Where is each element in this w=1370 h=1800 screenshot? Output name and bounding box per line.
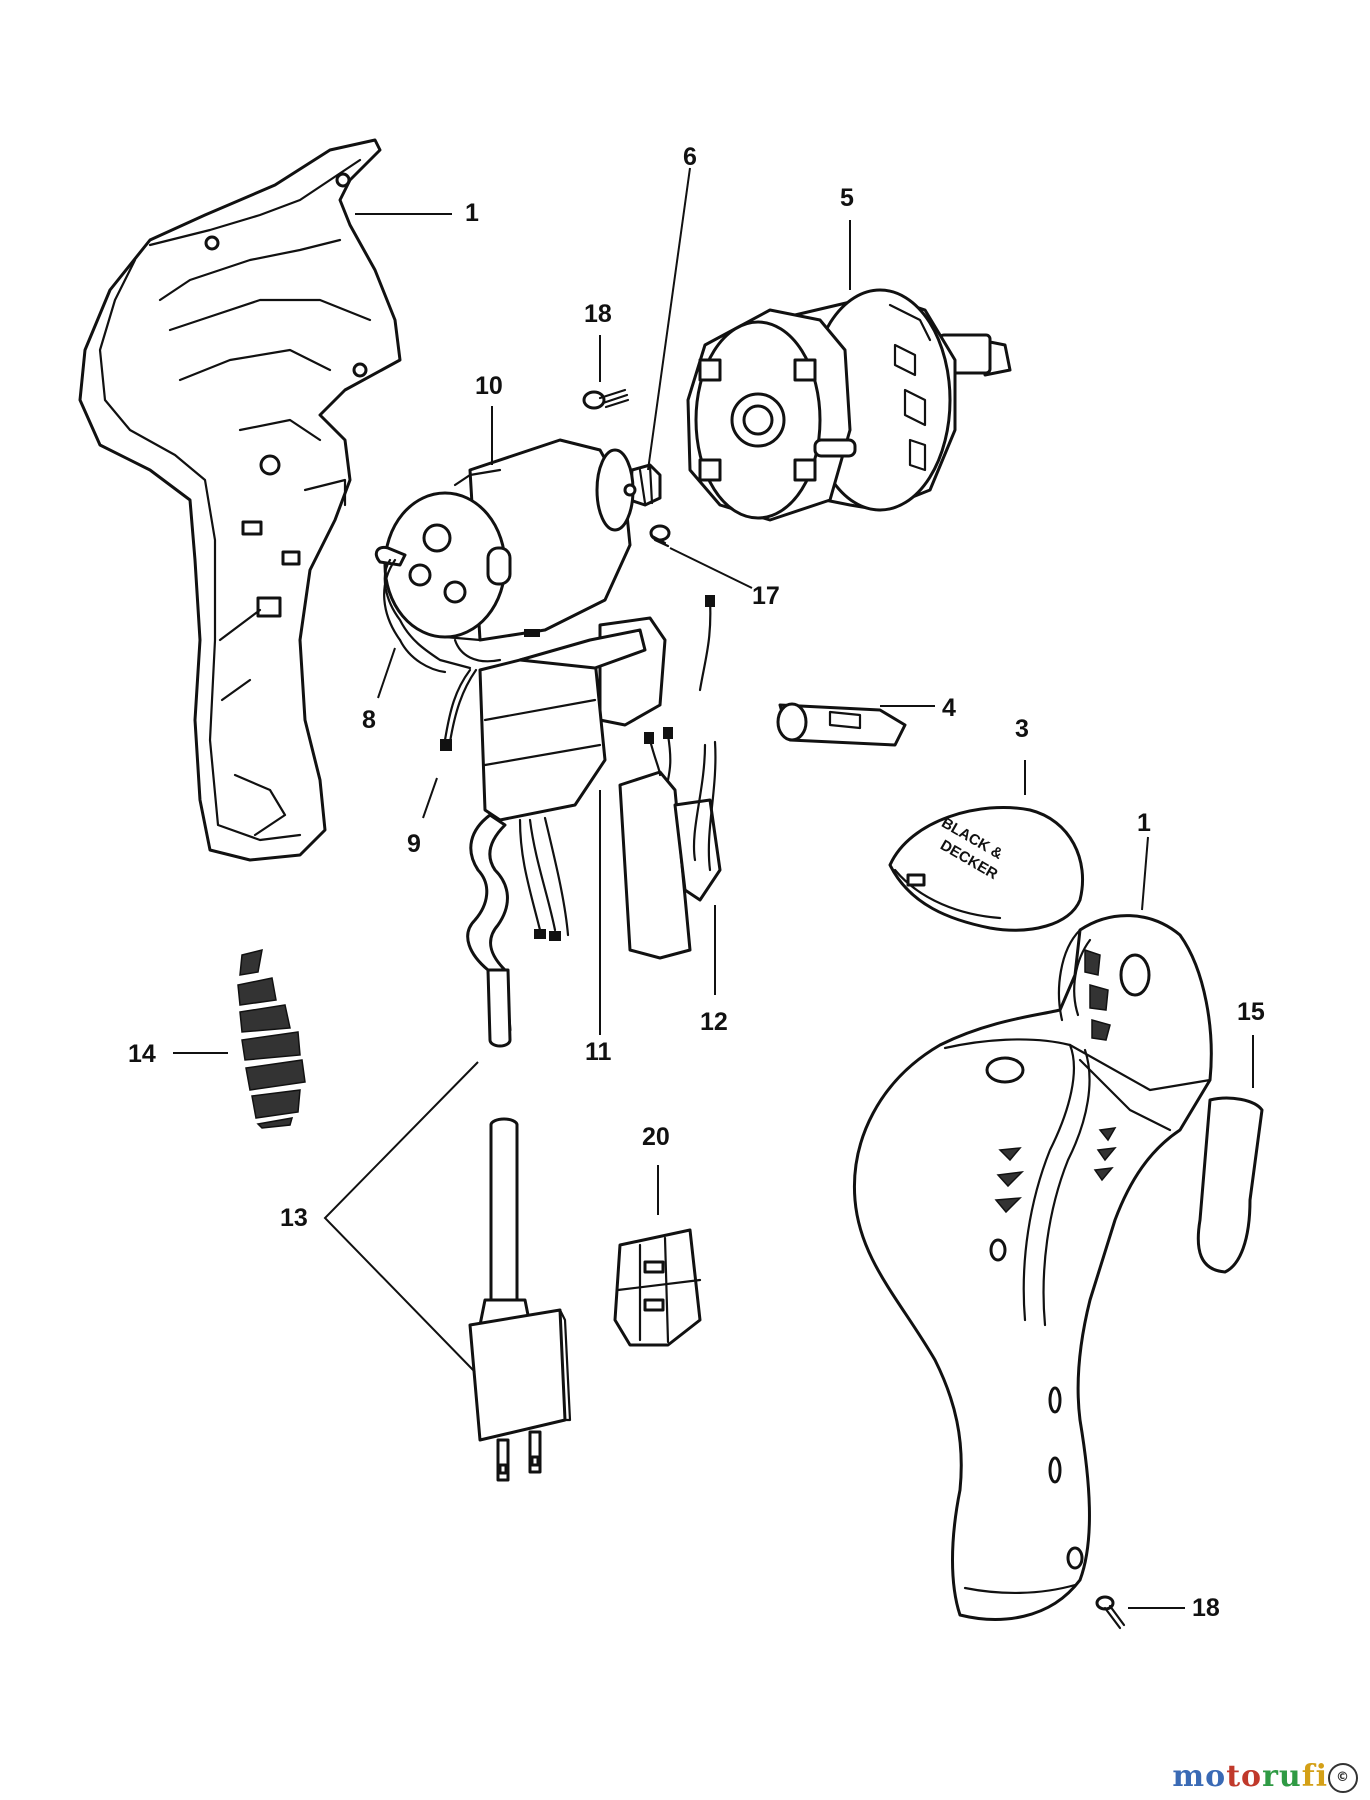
callout-11: 11 — [585, 1038, 612, 1066]
right-housing-half — [852, 914, 1213, 1621]
callout-1-right: 1 — [1137, 809, 1151, 837]
trigger-button — [776, 702, 907, 747]
watermark-part-4: fi — [1301, 1759, 1328, 1794]
watermark-logo: motorufi© — [1172, 1759, 1358, 1794]
callout-9: 9 — [407, 830, 421, 858]
logo-badge: BLACK & DECKER — [888, 806, 1085, 932]
callout-1-left: 1 — [465, 199, 479, 227]
callout-12: 12 — [700, 1008, 728, 1036]
switch — [478, 595, 715, 941]
callout-10: 10 — [475, 372, 503, 400]
screw-small — [649, 524, 671, 548]
power-cord-upper — [466, 813, 512, 1048]
callout-labels: 1 6 5 18 10 17 8 9 11 12 4 3 1 14 15 20 … — [128, 143, 1265, 1622]
callout-18-top: 18 — [584, 300, 612, 328]
wire-lead — [440, 668, 478, 751]
left-housing-half — [78, 138, 402, 862]
callout-20: 20 — [642, 1123, 670, 1151]
cord-strain-relief — [613, 1228, 702, 1347]
callout-4: 4 — [942, 694, 956, 722]
warning-decal — [237, 948, 306, 1129]
copyright-badge-icon: © — [1328, 1763, 1358, 1793]
power-plug — [468, 1117, 572, 1482]
callout-5: 5 — [840, 184, 854, 212]
screw-bottom — [1095, 1595, 1126, 1630]
side-label — [1196, 1096, 1264, 1274]
pinion-gear — [628, 463, 662, 507]
watermark-part-3: ru — [1262, 1759, 1302, 1794]
gearbox — [686, 288, 1012, 522]
callout-8: 8 — [362, 706, 376, 734]
callout-17: 17 — [752, 582, 780, 610]
callout-14: 14 — [128, 1040, 156, 1068]
leader-lines — [173, 167, 1254, 1609]
callout-13: 13 — [280, 1204, 308, 1232]
callout-15: 15 — [1237, 998, 1265, 1026]
motor — [374, 438, 637, 674]
watermark-part-2: to — [1226, 1759, 1263, 1794]
callout-3: 3 — [1015, 715, 1029, 743]
capacitor-board — [618, 727, 722, 960]
screw-top — [582, 388, 630, 410]
callout-18-bottom: 18 — [1192, 1594, 1220, 1622]
watermark-part-1: mo — [1172, 1759, 1227, 1794]
callout-6: 6 — [683, 143, 697, 171]
